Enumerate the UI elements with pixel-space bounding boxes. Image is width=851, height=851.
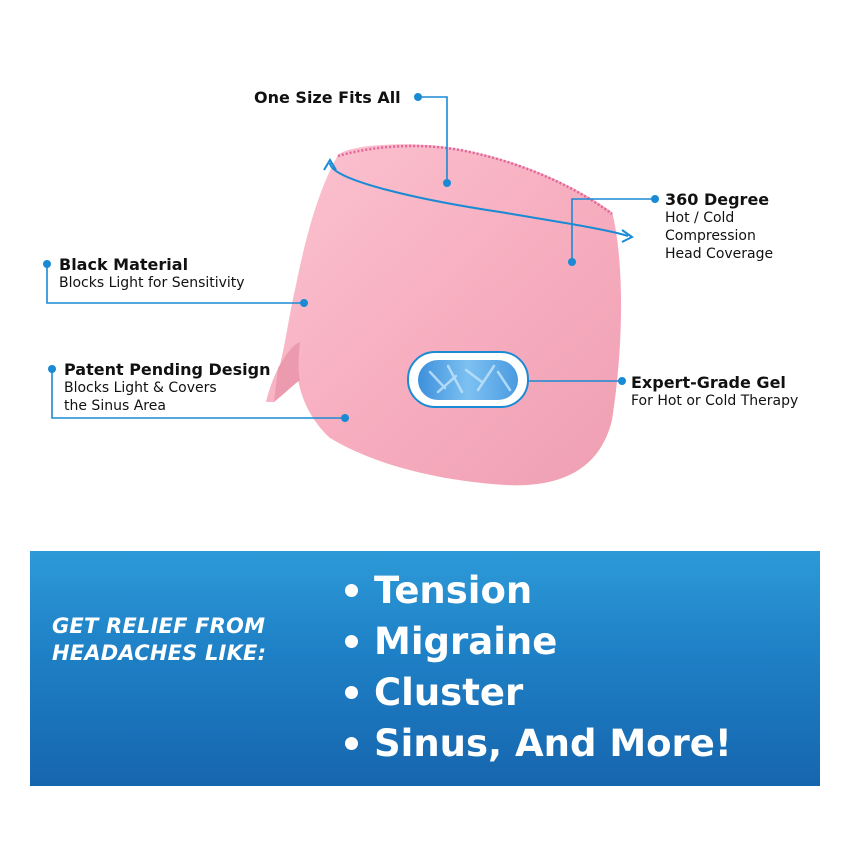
callout-line: Compression (665, 228, 756, 244)
leader-patent (51, 369, 345, 419)
callout-dot-icon (414, 93, 422, 101)
callout-dot-icon (341, 414, 349, 422)
callout-patent-pending: Patent Pending Design Blocks Light & Cov… (64, 360, 271, 415)
relief-banner: GET RELIEF FROM HEADACHES LIKE: Tension … (30, 551, 820, 786)
mask-body (266, 144, 622, 486)
callout-dot-icon (651, 195, 659, 203)
callout-title: Patent Pending Design (64, 360, 271, 379)
bullet-dot-icon (345, 737, 358, 750)
callout-dot-icon (43, 260, 51, 268)
list-item-label: Cluster (374, 671, 524, 714)
callout-line: Blocks Light & Covers (64, 380, 217, 396)
mask-illustration (43, 93, 659, 486)
callout-black-material: Black Material Blocks Light for Sensitiv… (59, 255, 245, 292)
headache-types-list: Tension Migraine Cluster Sinus, And More… (345, 565, 732, 769)
callout-one-size: One Size Fits All (254, 88, 401, 107)
list-item-label: Tension (374, 569, 533, 612)
nose-notch (274, 342, 300, 402)
list-item: Migraine (345, 616, 732, 667)
callout-title: Black Material (59, 255, 189, 274)
list-item-label: Sinus, And More! (374, 722, 732, 765)
leader-one-size (418, 96, 448, 183)
callout-title: Expert-Grade Gel (631, 373, 786, 392)
banner-heading-line: GET RELIEF FROM (52, 614, 266, 638)
rotation-arrow-head-right (621, 229, 634, 243)
banner-heading: GET RELIEF FROM HEADACHES LIKE: (52, 613, 266, 667)
callout-line: Hot / Cold (665, 210, 735, 226)
stitched-edge (337, 144, 613, 216)
rotation-arrow-head-left (323, 158, 337, 171)
gel-crystals-icon (418, 360, 518, 400)
bullet-dot-icon (345, 686, 358, 699)
list-item-label: Migraine (374, 620, 558, 663)
callout-line: Head Coverage (665, 246, 774, 262)
callout-dot-icon (300, 299, 308, 307)
callout-dot-icon (443, 179, 451, 187)
banner-heading-line: HEADACHES LIKE: (52, 641, 267, 665)
list-item: Sinus, And More! (345, 718, 732, 769)
callout-dot-icon (48, 365, 56, 373)
callout-title: 360 Degree (665, 190, 770, 209)
callout-line: For Hot or Cold Therapy (631, 393, 799, 409)
bullet-dot-icon (345, 584, 358, 597)
list-item: Tension (345, 565, 732, 616)
callout-title: One Size Fits All (254, 88, 401, 107)
rotation-arrow-icon (329, 162, 629, 237)
leader-black-material (46, 264, 304, 304)
list-item: Cluster (345, 667, 732, 718)
callout-360-degree: 360 Degree Hot / Cold Compression Head C… (665, 190, 773, 263)
gel-crystal-streaks (428, 364, 512, 394)
leader-360 (571, 198, 655, 262)
callout-line: the Sinus Area (64, 398, 166, 414)
bullet-dot-icon (345, 635, 358, 648)
callout-dot-icon (618, 377, 626, 385)
callout-expert-gel: Expert-Grade Gel For Hot or Cold Therapy (631, 373, 798, 410)
callout-dot-icon (568, 258, 576, 266)
callout-line: Blocks Light for Sensitivity (59, 275, 245, 291)
